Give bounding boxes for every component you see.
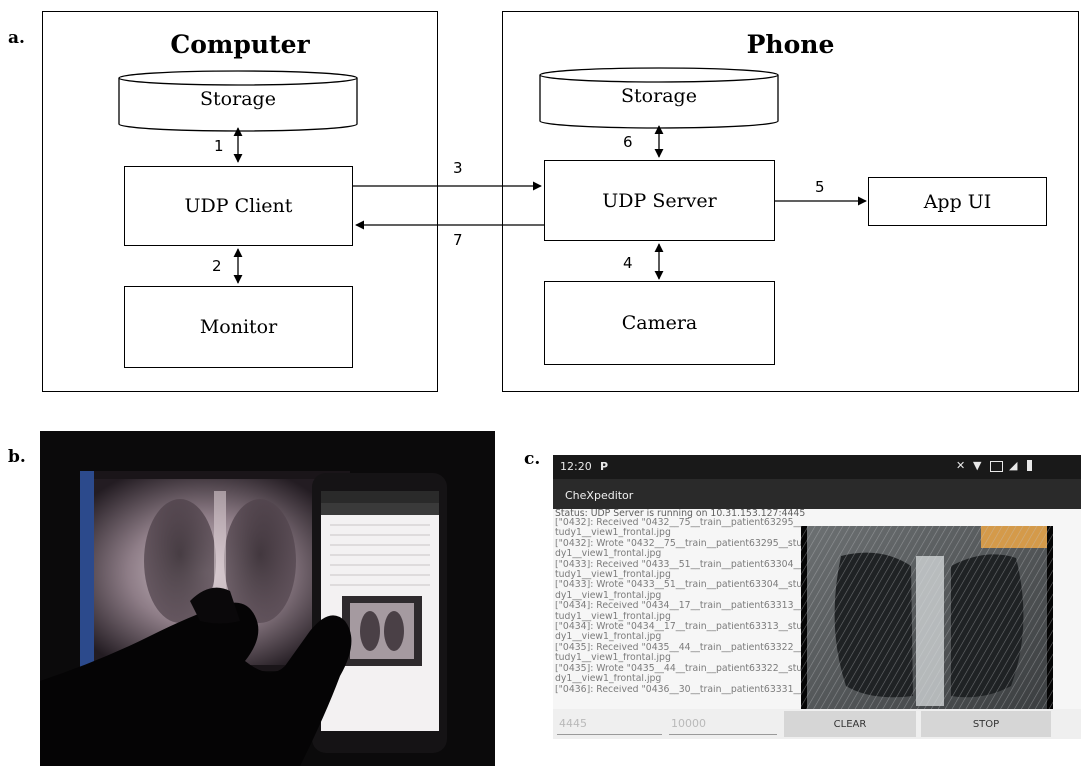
stop-button[interactable]: STOP [921, 711, 1051, 737]
app-ui-box: App UI [868, 177, 1047, 226]
arrow-5-label: 5 [815, 178, 825, 196]
log-line: tudy1__view1_frontal.jpg [555, 611, 671, 622]
port-input[interactable]: 4445 [557, 713, 662, 735]
computer-storage-label: Storage [200, 88, 276, 110]
app-title: CheXpeditor [565, 489, 634, 502]
log-line: ["0435]: Received "0435__44__train__pati… [555, 642, 801, 653]
log-line: dy1__view1_frontal.jpg [555, 590, 662, 601]
phone-title: Phone [746, 30, 835, 59]
arrow-7-label: 7 [453, 231, 463, 249]
log-line: ["0434]: Received "0434__17__train__pati… [555, 601, 801, 612]
arrow-2-label: 2 [212, 257, 222, 275]
panel-b-label: b. [8, 447, 26, 467]
log-line: tudy1__view1_frontal.jpg [555, 653, 671, 664]
arrow-6-label: 6 [623, 133, 633, 151]
clock: 12:20 [560, 460, 592, 473]
log-line: ["0433]: Wrote "0433__51__train__patient… [555, 580, 801, 591]
status-bar: 12:20 P ✕ ▼ ◢ [553, 455, 1081, 479]
log-line: tudy1__view1_frontal.jpg [555, 528, 671, 539]
log-line: tudy1__view1_frontal.jpg [555, 570, 671, 581]
android-screenshot: 12:20 P ✕ ▼ ◢ CheXpeditor Status: UDP Se… [553, 455, 1081, 739]
log-list: ["0432]: Received "0432__75__train__pati… [555, 518, 801, 708]
diagram-svg [118, 67, 867, 284]
arrow-4-label: 4 [623, 254, 633, 272]
log-line: dy1__view1_frontal.jpg [555, 549, 662, 560]
size-input[interactable]: 10000 [669, 713, 777, 735]
p-icon: P [600, 460, 609, 473]
computer-title: Computer [170, 30, 310, 59]
wifi-icon: ▼ [973, 459, 982, 472]
setup-photo-drawing [40, 471, 447, 766]
log-line: ["0433]: Received "0433__51__train__pati… [555, 559, 801, 570]
udp-client-box: UDP Client [124, 166, 353, 246]
computer-frame: Computer [42, 11, 438, 392]
panel-c-label: c. [524, 449, 541, 469]
camera-box: Camera [544, 281, 775, 365]
monitor-box: Monitor [124, 286, 353, 368]
log-line: ["0436]: Received "0436__30__train__pati… [555, 684, 801, 695]
setup-photo [40, 431, 495, 766]
cast-icon [990, 461, 1003, 472]
log-line: ["0434]: Wrote "0434__17__train__patient… [555, 622, 801, 633]
clear-button[interactable]: CLEAR [784, 711, 916, 737]
log-line: ["0432]: Wrote "0432__75__train__patient… [555, 538, 801, 549]
log-line: ["0432]: Received "0432__75__train__pati… [555, 518, 801, 528]
udp-server-box: UDP Server [544, 160, 775, 241]
silent-mode-icon: ✕ [956, 459, 966, 472]
phone-frame: Phone [502, 11, 1079, 392]
log-area: Status: UDP Server is running on 10.31.1… [553, 509, 1081, 712]
signal-icon: ◢ [1009, 459, 1018, 472]
log-line: ["0435]: Wrote "0435__44__train__patient… [555, 663, 801, 674]
battery-icon [1027, 460, 1032, 471]
log-line: dy1__view1_frontal.jpg [555, 674, 662, 685]
controls-bar: 4445 10000 CLEAR STOP [553, 709, 1081, 739]
status-line: Status: UDP Server is running on 10.31.1… [555, 509, 806, 519]
log-line: dy1__view1_frontal.jpg [555, 632, 662, 643]
arrow-3-label: 3 [453, 159, 463, 177]
xray-preview-image [801, 526, 1053, 712]
panel-a-label: a. [8, 28, 25, 48]
phone-storage-label: Storage [621, 85, 697, 107]
arrow-1-label: 1 [214, 137, 224, 155]
app-bar: CheXpeditor [553, 479, 1081, 509]
